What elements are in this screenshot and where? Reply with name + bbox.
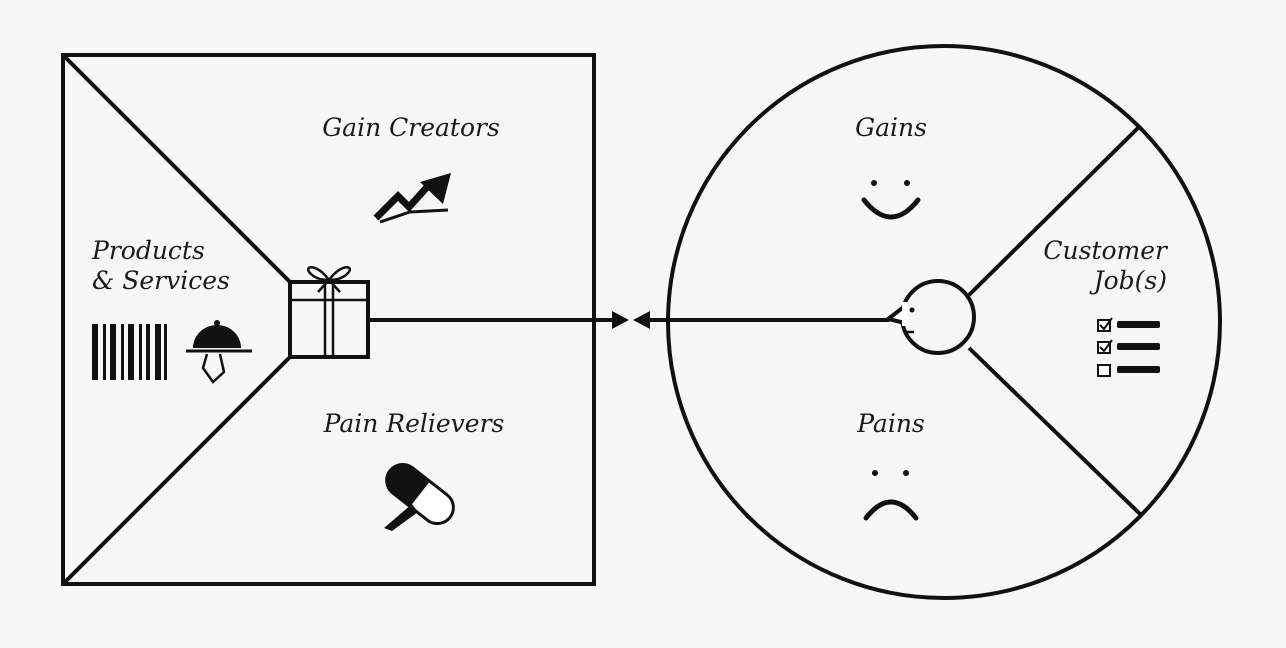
gift-box-icon	[288, 266, 370, 359]
diagonal-bottom	[61, 355, 292, 586]
products-label: Products	[91, 236, 205, 265]
customer-profile: Gains Pains Customer Job(s)	[650, 44, 1222, 600]
divider-top	[967, 125, 1141, 297]
pill-capsule-icon	[385, 462, 455, 526]
pains-label: Pains	[856, 409, 925, 438]
customer-jobs-label-2: Job(s)	[1089, 266, 1167, 295]
diagonal-top	[61, 53, 292, 284]
customer-jobs-label: Customer	[1043, 236, 1169, 265]
checklist-icon	[1097, 317, 1160, 377]
serving-cloche-icon	[186, 320, 252, 384]
customer-head-icon	[883, 279, 976, 355]
services-label: & Services	[92, 266, 230, 295]
rising-arrow-icon	[373, 173, 451, 224]
fit-arrows-icon	[612, 311, 650, 329]
pill-hand-icon	[384, 504, 418, 531]
smile-face-icon	[861, 180, 921, 220]
gains-label: Gains	[855, 113, 927, 142]
gain-creators-label: Gain Creators	[322, 113, 500, 142]
frown-face-icon	[863, 470, 919, 521]
value-map: Gain Creators Products & Services	[61, 53, 612, 586]
divider-bottom	[967, 346, 1142, 516]
pain-relievers-label: Pain Relievers	[323, 409, 505, 438]
barcode-icon	[92, 324, 167, 380]
